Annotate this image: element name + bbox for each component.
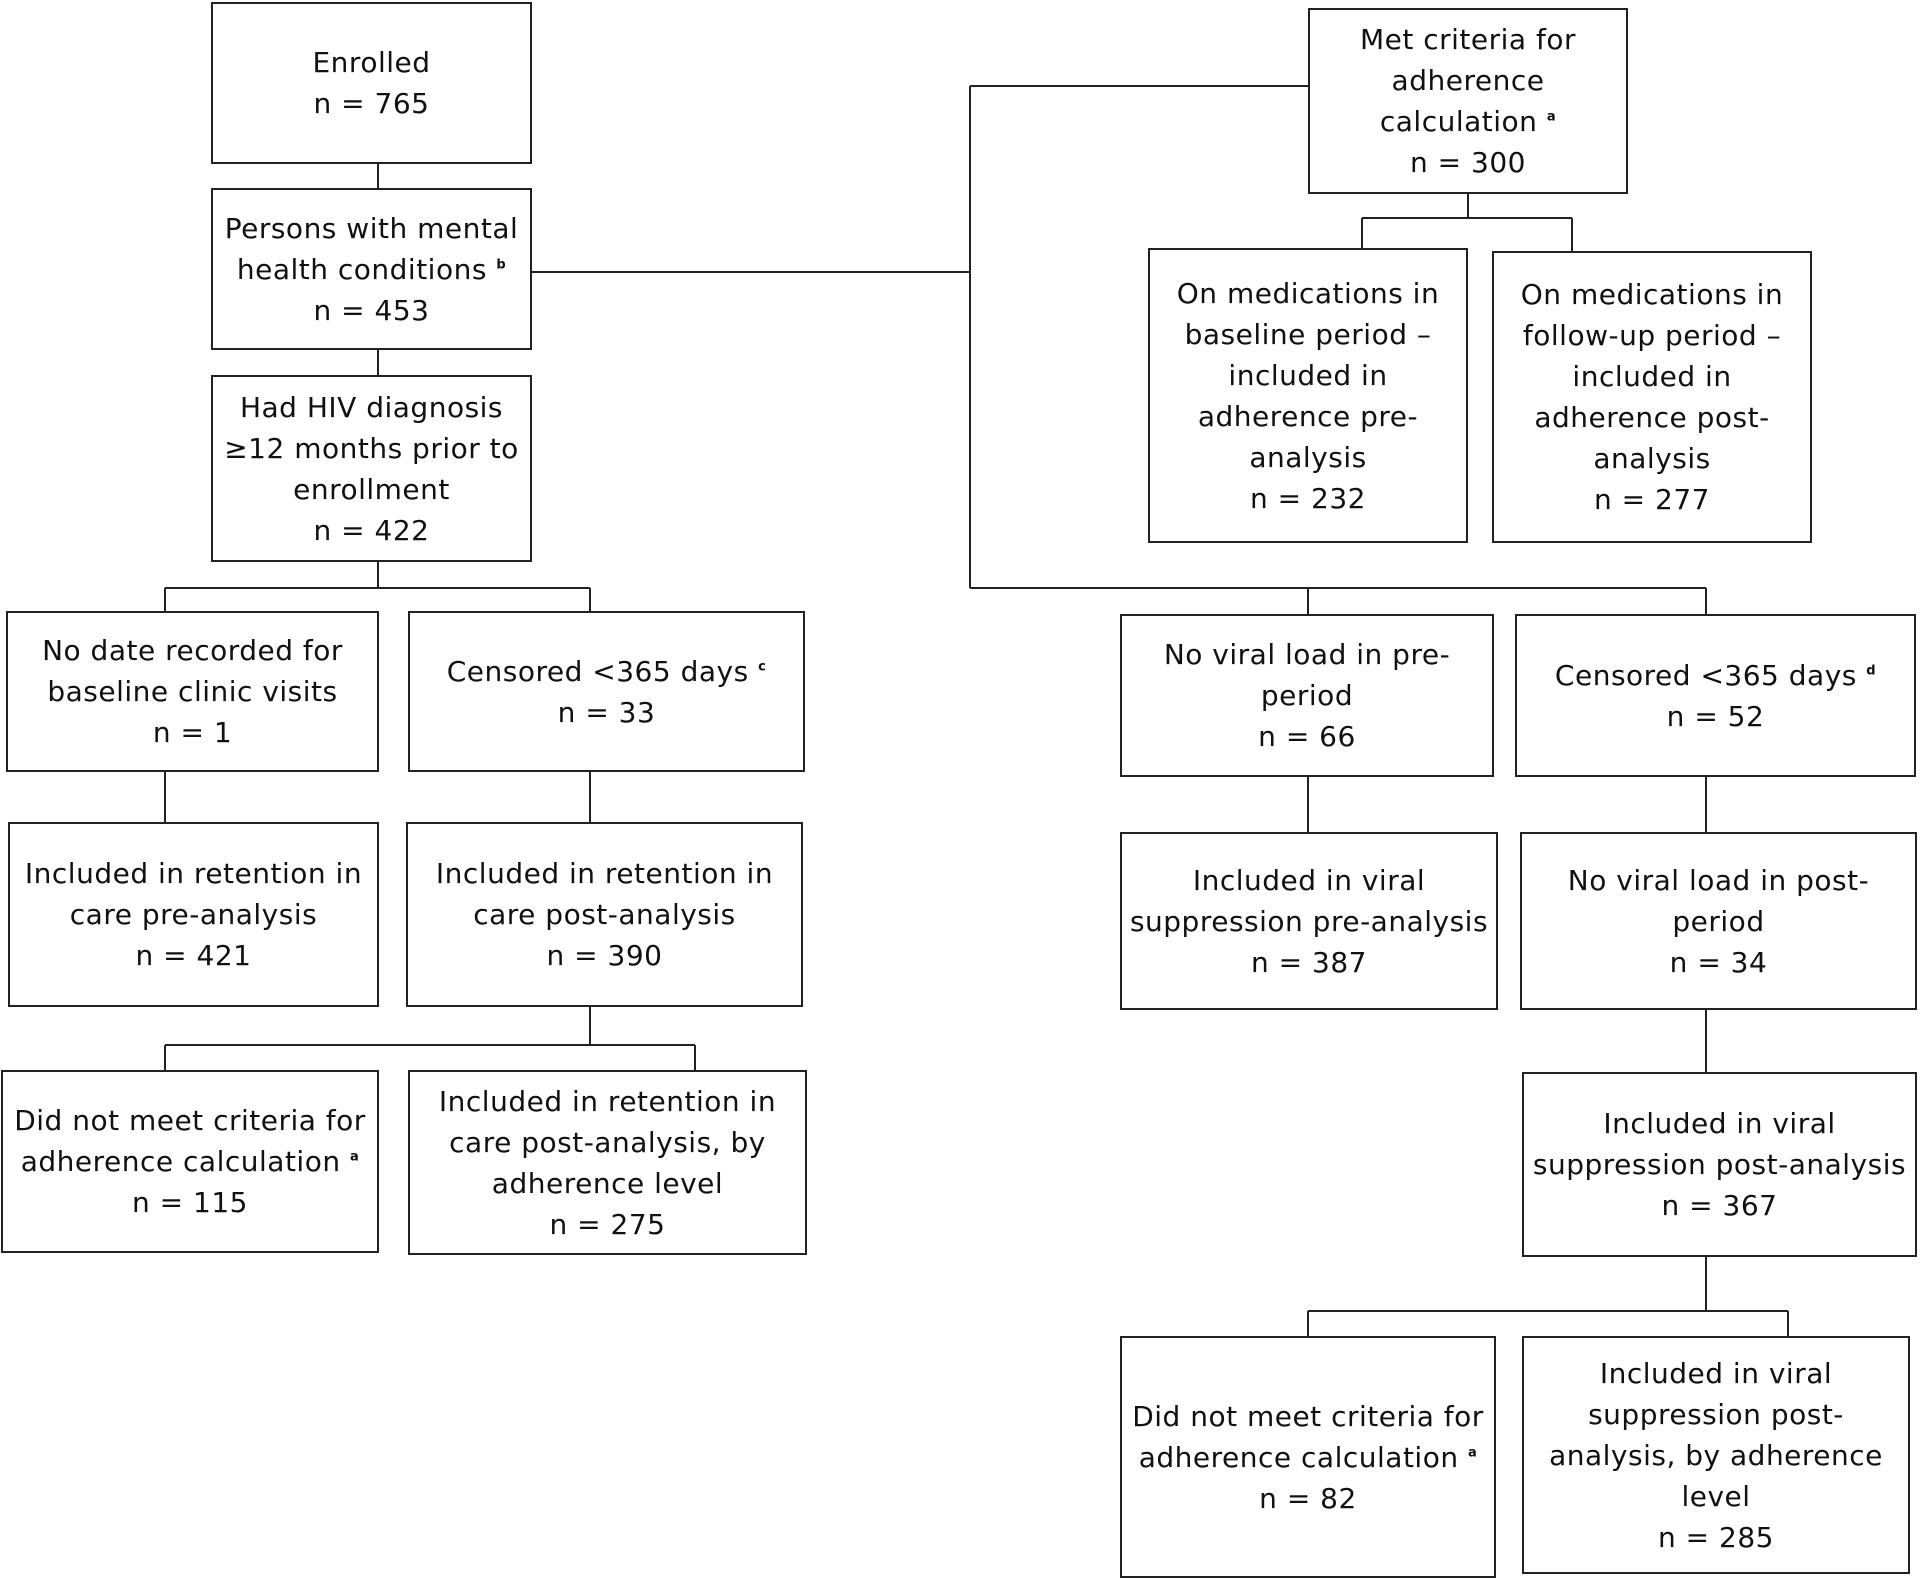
box-count: n = 300 bbox=[1410, 146, 1526, 179]
box-text-line: On medications in bbox=[1176, 276, 1440, 310]
box-text-line: included in bbox=[1228, 358, 1388, 392]
box-text-line: adherence calculation a bbox=[1138, 1440, 1478, 1474]
box-text-line: ≥12 months prior to bbox=[224, 431, 519, 465]
box-text-line: Censored <365 days c bbox=[446, 654, 767, 688]
box-count: n = 275 bbox=[549, 1207, 666, 1241]
box-text-line: follow-up period – bbox=[1522, 319, 1782, 352]
box-count: n = 367 bbox=[1661, 1189, 1778, 1222]
footnote-marker: d bbox=[1866, 663, 1877, 679]
box-meds-followup: On medications in follow-up period – inclu… bbox=[1492, 251, 1812, 543]
box-no-viral-load-post: No viral load in post-period n = 34 bbox=[1520, 832, 1917, 1010]
box-text-line: adherence pre- bbox=[1197, 399, 1419, 433]
box-text-line: Had HIV diagnosis bbox=[239, 390, 504, 424]
box-text-line: enrollment bbox=[293, 472, 450, 506]
box-meds-baseline: On medications in baseline period – includ… bbox=[1148, 248, 1468, 543]
footnote-marker: c bbox=[758, 659, 767, 675]
box-count: n = 1 bbox=[152, 716, 233, 749]
box-text-line: Censored <365 days d bbox=[1554, 658, 1877, 692]
box-text-line: suppression post- bbox=[1588, 1397, 1844, 1431]
box-count: n = 232 bbox=[1250, 481, 1366, 515]
box-count: n = 52 bbox=[1666, 699, 1765, 733]
box-text-line: On medications in bbox=[1520, 278, 1784, 311]
box-text-line: suppression post-analysis bbox=[1532, 1148, 1907, 1181]
box-text-line: suppression pre-analysis bbox=[1129, 904, 1489, 938]
box-text-line: Did not meet criteria for bbox=[1132, 1399, 1484, 1433]
box-no-date-recorded: No date recorded for baseline clinic visi… bbox=[6, 611, 379, 772]
box-text-line: care post-analysis, by bbox=[449, 1125, 766, 1159]
box-count: n = 115 bbox=[132, 1186, 248, 1219]
box-count: n = 390 bbox=[546, 939, 663, 972]
box-text-line: Enrolled bbox=[312, 46, 431, 79]
box-text-line: Included in viral bbox=[1599, 1356, 1833, 1390]
box-text-line: care post-analysis bbox=[473, 898, 736, 931]
box-censored-c: Censored <365 days c n = 33 bbox=[408, 611, 805, 772]
box-text-line: adherence calculation a bbox=[20, 1145, 360, 1178]
box-text-line: Persons with mental bbox=[224, 211, 519, 245]
box-text-line: period bbox=[1672, 904, 1765, 938]
box-text-line: Included in retention in bbox=[438, 1084, 777, 1118]
box-text-line: Included in retention in bbox=[435, 857, 774, 890]
box-count: n = 422 bbox=[313, 513, 430, 547]
box-text-line: level bbox=[1681, 1479, 1751, 1513]
box-text-line: Included in viral bbox=[1192, 863, 1426, 897]
box-count: n = 33 bbox=[557, 695, 656, 729]
box-text-line: No date recorded for bbox=[42, 634, 343, 667]
box-text-line: Did not meet criteria for bbox=[14, 1104, 366, 1137]
box-text-line: included in bbox=[1572, 360, 1732, 393]
box-text-line: No viral load in pre- bbox=[1163, 638, 1451, 671]
box-count: n = 34 bbox=[1669, 945, 1768, 979]
footnote-marker: b bbox=[496, 257, 507, 273]
box-enrolled: Enrolled n = 765 bbox=[211, 2, 532, 164]
box-text-line: adherence bbox=[1391, 64, 1545, 97]
box-retention-pre-analysis: Included in retention in care pre-analysi… bbox=[8, 822, 379, 1007]
box-met-criteria: Met criteria for adherence calculation a n … bbox=[1308, 8, 1628, 194]
box-count: n = 66 bbox=[1258, 720, 1356, 753]
box-text-line: baseline clinic visits bbox=[47, 675, 338, 708]
box-count: n = 765 bbox=[313, 87, 430, 120]
box-retention-post-by-adherence: Included in retention in care post-analys… bbox=[408, 1070, 807, 1255]
box-text-line: Included in viral bbox=[1603, 1107, 1836, 1140]
box-text-line: health conditions b bbox=[236, 252, 507, 286]
box-text-line: adherence level bbox=[491, 1166, 724, 1200]
box-text-line: Met criteria for bbox=[1359, 23, 1576, 56]
box-count: n = 453 bbox=[313, 293, 430, 327]
box-count: n = 82 bbox=[1259, 1481, 1357, 1515]
box-viral-suppression-pre: Included in viral suppression pre-analysi… bbox=[1120, 832, 1498, 1010]
box-count: n = 421 bbox=[135, 939, 252, 972]
footnote-marker: a bbox=[1546, 109, 1557, 125]
box-viral-suppression-post: Included in viral suppression post-analys… bbox=[1522, 1072, 1917, 1257]
box-text-line: Included in retention in bbox=[24, 857, 363, 890]
footnote-marker: a bbox=[1467, 1445, 1478, 1461]
box-mental-health-conditions: Persons with mental health conditions b n … bbox=[211, 188, 532, 350]
footnote-marker: a bbox=[349, 1149, 360, 1165]
box-text-line: baseline period – bbox=[1184, 317, 1432, 351]
box-viral-suppression-post-by-adherence: Included in viral suppression post-analys… bbox=[1522, 1336, 1910, 1574]
box-text-line: period bbox=[1260, 679, 1354, 712]
box-retention-post-analysis: Included in retention in care post-analys… bbox=[406, 822, 803, 1007]
box-count: n = 285 bbox=[1658, 1520, 1774, 1554]
box-text-line: No viral load in post- bbox=[1567, 863, 1870, 897]
box-no-viral-load-pre: No viral load in pre-period n = 66 bbox=[1120, 614, 1494, 777]
box-text-line: analysis bbox=[1249, 440, 1367, 474]
box-text-line: care pre-analysis bbox=[69, 898, 318, 931]
box-text-line: calculation a bbox=[1379, 105, 1557, 138]
box-hiv-diagnosis: Had HIV diagnosis ≥12 months prior to enro… bbox=[211, 375, 532, 562]
box-text-line: adherence post- bbox=[1534, 401, 1770, 434]
box-text-line: analysis, by adherence bbox=[1549, 1438, 1883, 1472]
box-did-not-meet-criteria-right: Did not meet criteria for adherence calcu… bbox=[1120, 1336, 1496, 1578]
box-count: n = 387 bbox=[1251, 945, 1367, 979]
box-censored-d: Censored <365 days d n = 52 bbox=[1515, 614, 1916, 777]
box-count: n = 277 bbox=[1594, 483, 1710, 516]
box-text-line: analysis bbox=[1593, 442, 1711, 475]
box-did-not-meet-criteria-left: Did not meet criteria for adherence calcu… bbox=[1, 1070, 379, 1253]
